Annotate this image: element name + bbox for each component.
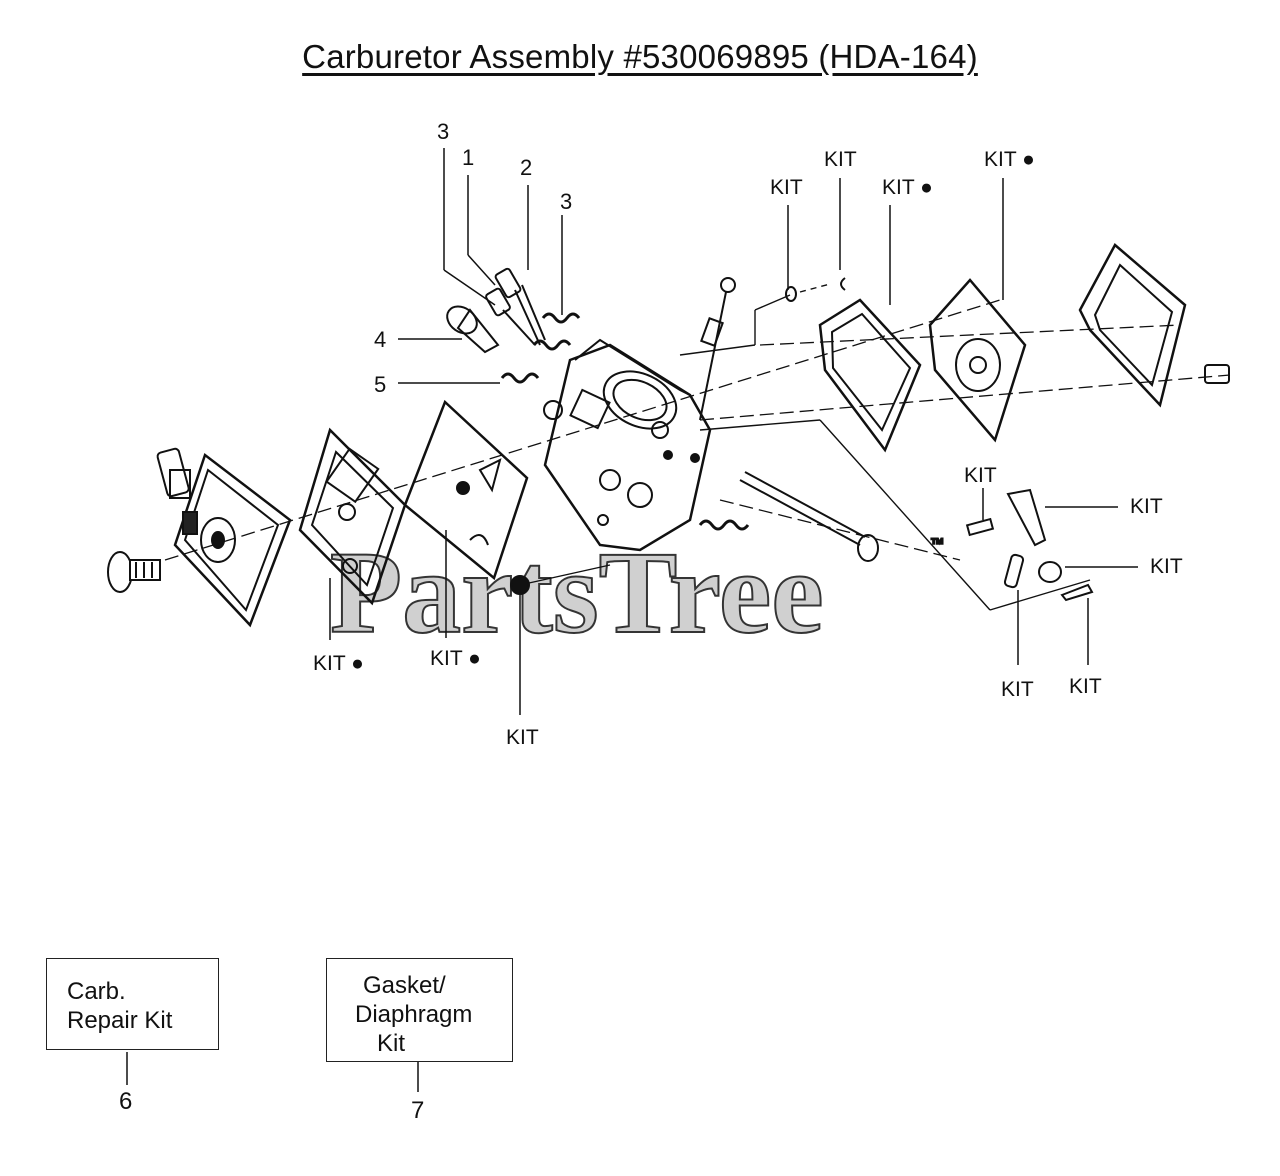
callout-2: 2 bbox=[520, 155, 532, 180]
pump-diaphragm bbox=[403, 399, 529, 581]
metering-gasket bbox=[818, 298, 922, 453]
watermark-tm: ™ bbox=[930, 535, 944, 551]
watermark-text: PartsTree bbox=[330, 527, 824, 658]
kit-label-top-3: KIT ● bbox=[882, 176, 933, 199]
kit-label-top-1: KIT bbox=[770, 176, 803, 199]
fulcrum-parts bbox=[965, 488, 1094, 602]
welch-plug bbox=[510, 575, 530, 595]
cover-screw-right bbox=[1204, 364, 1230, 384]
kit-label-bottom-3: KIT bbox=[506, 726, 539, 749]
carburetor-body bbox=[543, 338, 712, 552]
cover-screw bbox=[107, 551, 161, 593]
kit-label-bottom-1: KIT ● bbox=[313, 652, 364, 675]
gasket-kit-box[interactable]: Gasket/ Diaphragm Kit bbox=[326, 958, 513, 1062]
kit-label-bottom-2: KIT ● bbox=[430, 647, 481, 670]
callout-3a: 3 bbox=[437, 119, 449, 144]
metering-diaphragm bbox=[928, 278, 1027, 443]
main-needle bbox=[485, 287, 536, 346]
leader-lines bbox=[329, 148, 1138, 715]
gasket-kit-ref: 7 bbox=[411, 1097, 425, 1124]
repair-kit-ref: 6 bbox=[119, 1088, 133, 1115]
clip-and-disk bbox=[785, 277, 846, 302]
idle-needle bbox=[494, 267, 546, 346]
kit-label-top-4: KIT ● bbox=[984, 148, 1035, 171]
callout-4: 4 bbox=[374, 327, 386, 352]
kit-label-right-4: KIT bbox=[1001, 678, 1034, 701]
callout-1: 1 bbox=[462, 145, 474, 170]
kit-label-right-1: KIT bbox=[964, 464, 997, 487]
callout-3b: 3 bbox=[560, 189, 572, 214]
repair-kit-box[interactable]: Carb. Repair Kit bbox=[46, 958, 219, 1050]
gasket-kit-line3: Kit bbox=[377, 1030, 406, 1057]
limiter-cap bbox=[446, 305, 500, 354]
springs bbox=[500, 312, 750, 531]
kit-label-right-2: KIT bbox=[1130, 495, 1163, 518]
callout-5: 5 bbox=[374, 372, 386, 397]
kit-label-right-5: KIT bbox=[1069, 675, 1102, 698]
throttle-wire bbox=[699, 277, 736, 421]
throttle-shaft bbox=[739, 471, 879, 562]
gasket-kit-line2: Diaphragm bbox=[355, 1001, 473, 1028]
kit-label-top-2: KIT bbox=[824, 148, 857, 171]
reference-lines bbox=[519, 283, 1091, 611]
gasket-kit-line1: Gasket/ bbox=[363, 972, 446, 999]
repair-kit-line1: Carb. bbox=[67, 978, 126, 1005]
axis-lines bbox=[164, 299, 1231, 561]
metering-cover bbox=[1078, 243, 1187, 408]
repair-kit-line2: Repair Kit bbox=[67, 1007, 173, 1034]
kit-label-right-3: KIT bbox=[1150, 555, 1183, 578]
pump-cover bbox=[156, 447, 292, 628]
diagram-title: Carburetor Assembly #530069895 (HDA-164) bbox=[302, 38, 978, 75]
